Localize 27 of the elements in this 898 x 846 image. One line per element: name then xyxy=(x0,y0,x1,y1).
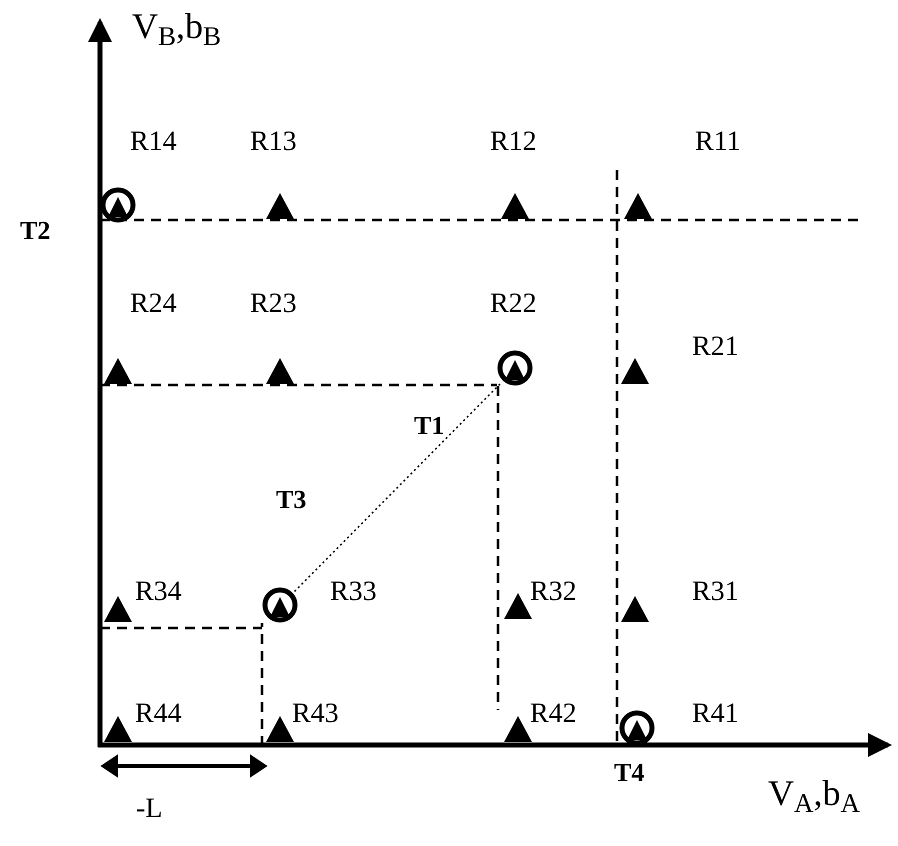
dotted-line xyxy=(292,383,501,594)
point-label: R23 xyxy=(250,290,297,318)
point-label: R32 xyxy=(530,578,577,606)
point-label: R14 xyxy=(130,128,177,156)
point-label: R41 xyxy=(692,700,739,728)
point-label: R31 xyxy=(692,578,739,606)
point-tag: T4 xyxy=(614,760,644,786)
point-label: R34 xyxy=(135,578,182,606)
point-tag: T1 xyxy=(414,413,444,439)
point-label: R24 xyxy=(130,290,177,318)
point-label: R43 xyxy=(292,700,339,728)
dashed-line xyxy=(100,626,262,630)
dashed-line xyxy=(496,386,500,710)
point-tag: T3 xyxy=(276,487,306,513)
point-label: R33 xyxy=(330,578,377,606)
axis-label: V$_{B}$,b$_{B}$ xyxy=(132,8,222,44)
point-label: R44 xyxy=(135,700,182,728)
point-label: R42 xyxy=(530,700,577,728)
axis-label: V$_{A}$,b$_{A}$ xyxy=(768,775,860,811)
point-label: R11 xyxy=(695,128,741,156)
point-tag: T2 xyxy=(20,218,50,244)
point-label: R13 xyxy=(250,128,297,156)
point-label: R12 xyxy=(490,128,537,156)
dimension-label: -L xyxy=(136,795,162,823)
point-label: R21 xyxy=(692,333,739,361)
point-label: R22 xyxy=(490,290,537,318)
dashed-line xyxy=(100,384,497,386)
